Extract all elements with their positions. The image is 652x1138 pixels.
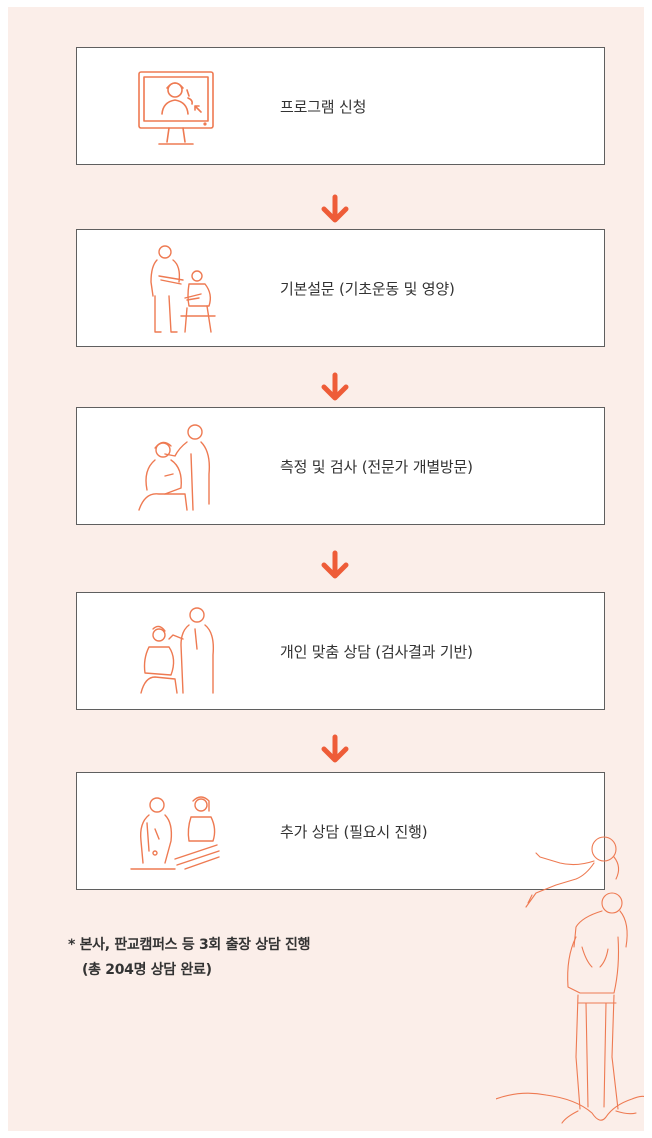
- additional-counseling-icon: [130, 796, 220, 870]
- step-3-box: 측정 및 검사 (전문가 개별방문): [76, 407, 605, 525]
- step-2-box: 기본설문 (기초운동 및 영양): [76, 229, 605, 347]
- step-5-label: 추가 상담 (필요시 진행): [280, 822, 428, 841]
- down-arrow-icon: [321, 734, 349, 763]
- step-4-label: 개인 맞춤 상담 (검사결과 기반): [280, 642, 473, 661]
- step-1-box: 프로그램 신청: [76, 47, 605, 165]
- step-4-box: 개인 맞춤 상담 (검사결과 기반): [76, 592, 605, 710]
- step-1-label: 프로그램 신청: [280, 97, 367, 116]
- note-line-2: (총 204명 상담 완료): [82, 962, 212, 978]
- measurement-exam-icon: [138, 424, 211, 511]
- parent-lifting-child-illustration: [496, 836, 644, 1124]
- down-arrow-icon: [321, 194, 349, 223]
- personal-counseling-icon: [140, 607, 215, 694]
- step-5-box: 추가 상담 (필요시 진행): [76, 772, 605, 890]
- step-2-label: 기본설문 (기초운동 및 영양): [280, 279, 455, 298]
- down-arrow-icon: [321, 550, 349, 579]
- step-3-label: 측정 및 검사 (전문가 개별방문): [280, 457, 473, 476]
- survey-consultation-icon: [150, 245, 216, 333]
- note-line-1: * 본사, 판교캠퍼스 등 3회 출장 상담 진행: [68, 937, 311, 953]
- process-panel: 프로그램 신청 기본설문 (기초운동 및 영양): [8, 7, 644, 1131]
- online-application-monitor-icon: [138, 71, 214, 145]
- down-arrow-icon: [321, 372, 349, 401]
